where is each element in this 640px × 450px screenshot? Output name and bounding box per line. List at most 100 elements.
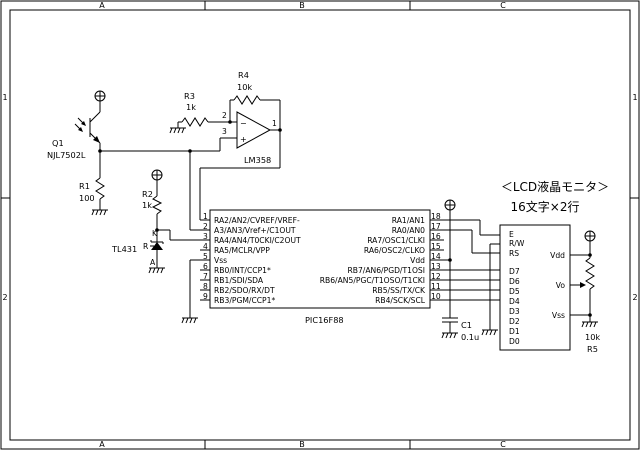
r3-resistor	[178, 117, 230, 127]
ruler-col-a-top: A	[99, 1, 105, 10]
pic-pin-name-10: RB4/SCK/SCL	[375, 296, 426, 305]
pic-pin-num-3: 3	[203, 232, 208, 241]
pic-right-pin-15: 15 RA6/OSC2/CLKO	[364, 242, 441, 255]
lcd-pin-rs: RS	[509, 249, 519, 258]
ground-symbol-rw	[481, 329, 498, 336]
pic-pin-num-13: 13	[431, 262, 441, 271]
pic-right-pin-18: 18 RA1/AN1	[392, 212, 441, 225]
pic-left-pin-2: 2 A3/AN3/Vref+/C1OUT	[203, 222, 296, 235]
vcc-symbol-q1	[94, 90, 106, 112]
tl431-part-label: TL431	[111, 244, 137, 254]
pic-pin-name-16: RA7/OSC1/CLKI	[367, 236, 425, 245]
q1-phototransistor	[74, 111, 101, 144]
pic-pin-num-12: 12	[431, 272, 441, 281]
pic-right-pin-14: 14 Vdd	[410, 252, 441, 265]
pic-left-pin-4: 4 RA5/MCLR/VPP	[203, 242, 270, 255]
lcd-pin-vo: Vo	[556, 281, 566, 290]
ground-symbol-r5	[581, 318, 598, 328]
opamp-pin-1: 1	[272, 119, 277, 128]
pic-left-pin-7: 7 RB1/SDI/SDA	[203, 272, 264, 285]
pic-pin-num-2: 2	[203, 222, 208, 231]
r2-value-label: 1k	[142, 200, 152, 210]
ruler-row-1-left: 1	[2, 93, 7, 102]
pic-pin-num-15: 15	[431, 242, 441, 251]
q1-part-label: NJL7502L	[47, 150, 86, 160]
ruler-row-2-right: 2	[632, 293, 637, 302]
pic-left-pin-3: 3 RA4/AN4/T0CKI/C2OUT	[203, 232, 301, 245]
opamp-pin-3: 3	[222, 127, 227, 136]
ground-symbol-pic	[181, 317, 198, 324]
opamp-pin-2: 2	[222, 111, 227, 120]
lcd-pin-d3: D3	[509, 307, 520, 316]
pic-pin-name-18: RA1/AN1	[392, 216, 425, 225]
lcd-pin-d5: D5	[509, 287, 520, 296]
pic-pin-name-15: RA6/OSC2/CLKO	[364, 246, 425, 255]
lcd-pin-d6: D6	[509, 277, 520, 286]
r2-ref-label: R2	[142, 189, 153, 199]
pic-pin-name-7: RB1/SDI/SDA	[214, 276, 264, 285]
pic-left-pin-9: 9 RB3/PGM/CCP1*	[203, 292, 275, 305]
c1-capacitor	[441, 317, 458, 339]
r4-resistor	[230, 95, 281, 130]
lcd-pin-rw: R/W	[509, 239, 525, 248]
pic-pin-num-14: 14	[431, 252, 441, 261]
vcc-symbol-pic	[444, 199, 456, 211]
ruler-col-a-bottom: A	[99, 440, 105, 449]
pic-right-pin-16: 16 RA7/OSC1/CLKI	[367, 232, 441, 245]
junction-lcd-vss	[588, 313, 592, 317]
pic-pin-num-4: 4	[203, 242, 208, 251]
ground-symbol-tl431	[148, 267, 165, 274]
pic-pin-num-1: 1	[203, 212, 208, 221]
r3-value-label: 1k	[186, 102, 196, 112]
opamp-lm358	[220, 111, 280, 149]
r5-potentiometer	[570, 257, 595, 318]
lcd-pin-d0: D0	[509, 337, 520, 346]
pic-pin-num-18: 18	[431, 212, 441, 221]
r5-ref-label: R5	[587, 344, 598, 354]
pic-left-pin-6: 6 RB0/INT/CCP1*	[203, 262, 271, 275]
lcd-pin-vdd: Vdd	[550, 251, 565, 260]
pic-pin-name-11: RB5/SS/TX/CK	[372, 286, 426, 295]
pic-pin-name-12: RB6/AN5/PGC/T1OSO/T1CKI	[320, 276, 425, 285]
lcd-pin-d4: D4	[509, 297, 520, 306]
r5-value-label: 10k	[585, 332, 600, 342]
pic-right-pin-11: 11 RB5/SS/TX/CK	[372, 282, 441, 295]
pic-pin-name-5: Vss	[214, 256, 227, 265]
ground-symbol-r1	[91, 209, 108, 216]
tl431-pin-r: R	[143, 242, 149, 251]
pic-left-pin-1: 1 RA2/AN2/CVREF/VREF-	[203, 212, 300, 225]
pic-pin-name-13: RB7/AN6/PGD/T1OSI	[347, 266, 425, 275]
tl431-shunt-regulator	[150, 230, 164, 268]
lcd-pin-d2: D2	[509, 317, 520, 326]
opamp-plus-sign: +	[240, 135, 247, 144]
pic-pin-name-9: RB3/PGM/CCP1*	[214, 296, 275, 305]
r3-ref-label: R3	[184, 91, 195, 101]
c1-ref-label: C1	[461, 320, 472, 330]
pic-pin-name-6: RB0/INT/CCP1*	[214, 266, 271, 275]
r4-value-label: 10k	[237, 82, 252, 92]
pic-pin-num-7: 7	[203, 272, 208, 281]
pic-pin-name-14: Vdd	[410, 256, 425, 265]
pic-pin-num-8: 8	[203, 282, 208, 291]
pic-right-pin-17: 17 RA0/AN0	[392, 222, 441, 235]
lcd-pin-d1: D1	[509, 327, 520, 336]
ruler-col-c-top: C	[500, 1, 506, 10]
pic-pin-name-8: RB2/SDO/RX/DT	[214, 286, 275, 295]
pic-right-pin-12: 12 RB6/AN5/PGC/T1OSO/T1CKI	[320, 272, 441, 285]
lcd-module-body	[499, 224, 571, 351]
ruler-col-c-bottom: C	[500, 440, 506, 449]
pic-part-label: PIC16F88	[305, 315, 344, 325]
pic-pin-name-3: RA4/AN4/T0CKI/C2OUT	[214, 236, 301, 245]
pic-pin-name-1: RA2/AN2/CVREF/VREF-	[214, 216, 300, 225]
ruler-col-b-top: B	[299, 1, 305, 10]
pic-pin-name-4: RA5/MCLR/VPP	[214, 246, 270, 255]
lcd-pin-vss: Vss	[552, 311, 565, 320]
tl431-pin-a: A	[150, 258, 156, 267]
vcc-symbol-r2	[151, 169, 163, 181]
pic-right-pin-13: 13 RB7/AN6/PGD/T1OSI	[347, 262, 440, 275]
r1-value-label: 100	[79, 193, 95, 203]
lcd-subtitle: 16文字×2行	[511, 199, 580, 214]
ground-symbol-r3	[169, 122, 186, 134]
